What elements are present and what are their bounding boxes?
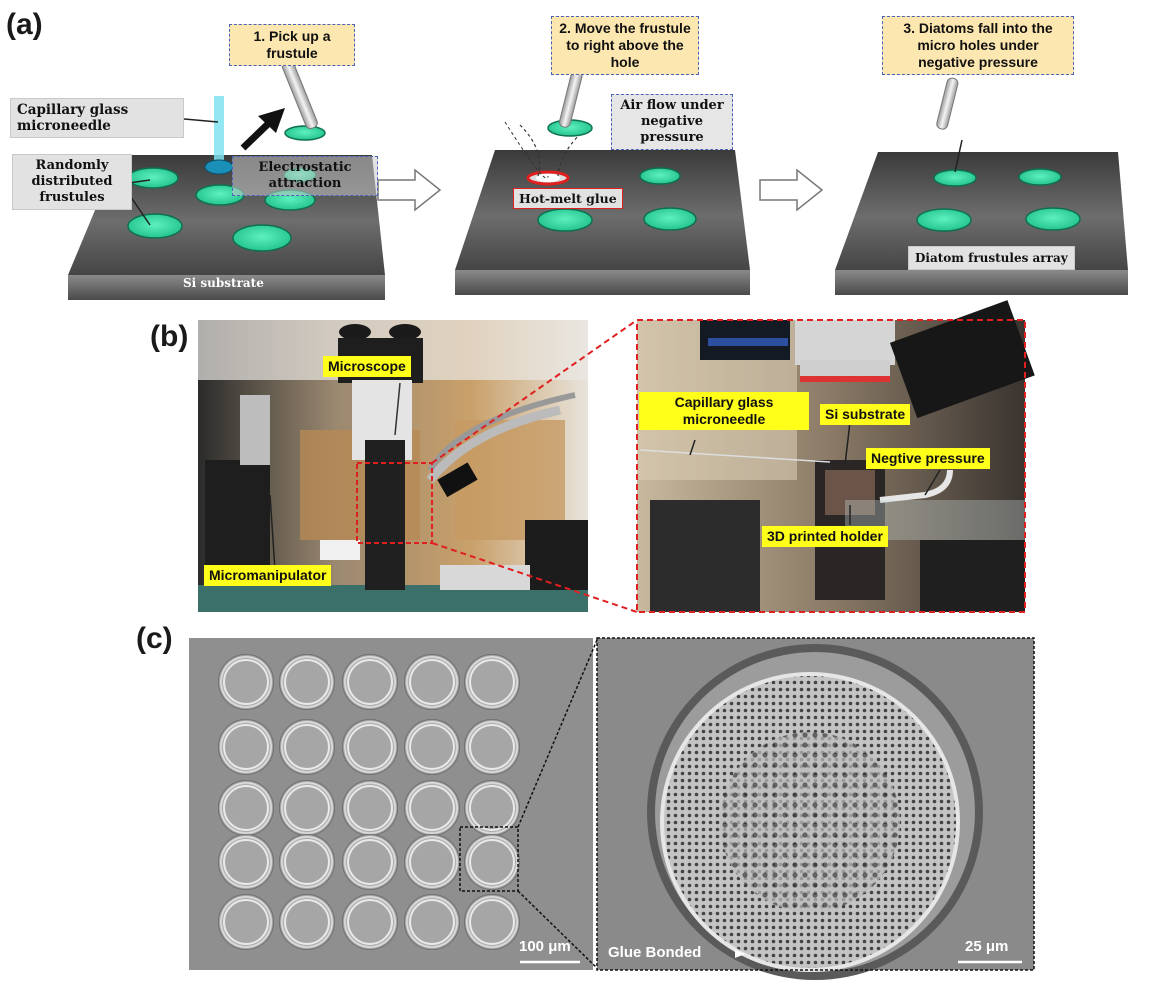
arrow-right-outline-icon [377, 168, 442, 212]
frustule-5-4 [409, 899, 455, 945]
frustule-2-3 [347, 724, 393, 770]
well-1-4 [404, 654, 460, 710]
frustule-2-2 [284, 724, 330, 770]
panel-a-label: (a) [6, 8, 43, 41]
frustule-5-5 [469, 899, 515, 945]
frustule-3-5 [469, 785, 515, 831]
well-5-5 [464, 894, 520, 950]
substrate-2 [455, 69, 750, 295]
frustules-label: Randomly distributed frustules [12, 154, 132, 210]
substrate-3 [835, 77, 1128, 295]
step3-title: 3. Diatoms fall into the micro holes und… [882, 16, 1074, 75]
frustule-2-4 [409, 724, 455, 770]
glue-bonded-label: Glue Bonded [608, 944, 702, 961]
frustule-3-2 [284, 785, 330, 831]
frustule-1-1 [223, 659, 269, 705]
panel-b-label: (b) [150, 320, 189, 353]
well-3-3 [342, 780, 398, 836]
well-1-5 [464, 654, 520, 710]
holder-label: 3D printed holder [762, 526, 888, 547]
frustule-1-3 [347, 659, 393, 705]
well-3-5 [464, 780, 520, 836]
frustule-1-2 [284, 659, 330, 705]
well-4-5 [464, 834, 520, 890]
well-4-4 [404, 834, 460, 890]
well-1-1 [218, 654, 274, 710]
airflow-label: Air flow under negative pressure [611, 94, 733, 150]
well-5-3 [342, 894, 398, 950]
well-5-2 [279, 894, 335, 950]
panel-c-label: (c) [136, 622, 173, 655]
sem-detail [596, 637, 1035, 980]
negative-pressure-label: Negtive pressure [866, 448, 990, 469]
well-2-4 [404, 719, 460, 775]
scale-bar-left-label: 100 μm [519, 938, 571, 955]
sem-array [189, 638, 598, 970]
frustule-3-3 [347, 785, 393, 831]
hot-melt-glue-label: Hot-melt glue [513, 188, 623, 209]
si-substrate-label: Si substrate [183, 276, 264, 290]
frustule-2-1 [223, 724, 269, 770]
well-4-2 [279, 834, 335, 890]
step1-title: 1. Pick up a frustule [229, 24, 355, 66]
frustule-5-3 [347, 899, 393, 945]
electrostatic-label: Electrostatic attraction [232, 156, 378, 196]
well-3-1 [218, 780, 274, 836]
microscope-label: Microscope [323, 356, 411, 377]
frustule-4-3 [347, 839, 393, 885]
glue-arrow-icon [735, 950, 745, 958]
diatom-array-label: Diatom frustules array [908, 246, 1075, 270]
scale-bar-right-label: 25 μm [965, 938, 1009, 955]
well-3-2 [279, 780, 335, 836]
micromanipulator-label: Micromanipulator [204, 565, 332, 586]
black-arrow-icon [240, 108, 285, 151]
well-4-1 [218, 834, 274, 890]
frustule-1-4 [409, 659, 455, 705]
well-5-4 [404, 894, 460, 950]
well-2-2 [279, 719, 335, 775]
frustule-4-2 [284, 839, 330, 885]
frustule-3-4 [409, 785, 455, 831]
si-substrate-label-b: Si substrate [820, 404, 911, 425]
well-2-1 [218, 719, 274, 775]
frustule-5-2 [284, 899, 330, 945]
well-5-1 [218, 894, 274, 950]
well-2-5 [464, 719, 520, 775]
well-3-4 [404, 780, 460, 836]
arrow-right-outline-icon [759, 168, 824, 212]
well-1-3 [342, 654, 398, 710]
needle-label-b: Capillary glass microneedle [639, 392, 809, 430]
step2-title: 2. Move the frustule to right above the … [551, 16, 699, 75]
frustule-5-1 [223, 899, 269, 945]
frustule-2-5 [469, 724, 515, 770]
well-2-3 [342, 719, 398, 775]
well-1-2 [279, 654, 335, 710]
frustule-4-4 [409, 839, 455, 885]
frustule-1-5 [469, 659, 515, 705]
frustule-4-1 [223, 839, 269, 885]
well-4-3 [342, 834, 398, 890]
needle-label-a: Capillary glass microneedle [10, 98, 184, 138]
frustule-3-1 [223, 785, 269, 831]
frustule-4-5 [469, 839, 515, 885]
